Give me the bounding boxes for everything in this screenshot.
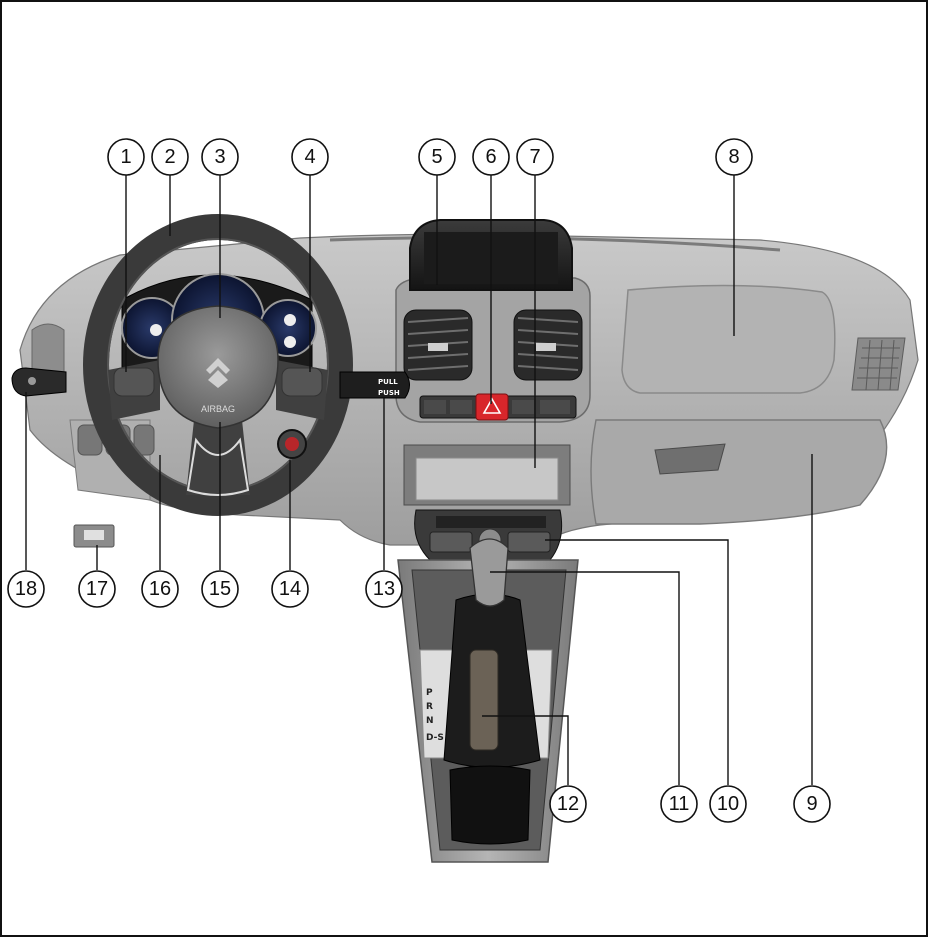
callout-16: 16 <box>141 570 179 608</box>
callout-10: 10 <box>709 785 747 823</box>
gear-knob[interactable] <box>469 538 509 607</box>
callout-15: 15 <box>201 570 239 608</box>
callout-4: 4 <box>291 138 329 176</box>
callout-7: 7 <box>516 138 554 176</box>
leader-lines <box>25 175 813 785</box>
strip-button-2[interactable] <box>450 400 472 414</box>
strip-button-4[interactable] <box>540 400 570 414</box>
callout-8: 8 <box>715 138 753 176</box>
lower-center-console <box>403 444 571 561</box>
climate-button-left[interactable] <box>429 531 473 553</box>
callout-14: 14 <box>271 570 309 608</box>
strip-button-3[interactable] <box>512 400 534 414</box>
callout-6: 6 <box>472 138 510 176</box>
svg-text:13: 13 <box>373 578 395 600</box>
svg-text:5: 5 <box>431 146 442 168</box>
svg-text:2: 2 <box>164 146 175 168</box>
wheel-right-controls[interactable] <box>281 367 323 397</box>
svg-text:12: 12 <box>557 793 579 815</box>
svg-text:11: 11 <box>669 793 690 815</box>
svg-text:9: 9 <box>806 793 817 815</box>
pull-label: PULL <box>378 378 398 386</box>
svg-text:14: 14 <box>279 578 301 600</box>
airbag-label: AIRBAG <box>201 404 235 414</box>
svg-text:16: 16 <box>149 578 171 600</box>
callout-13: 13 <box>365 570 403 608</box>
gear-p: P <box>426 688 433 698</box>
strip-button-1[interactable] <box>424 400 446 414</box>
svg-text:1: 1 <box>120 146 131 168</box>
left-stalk[interactable] <box>11 367 67 397</box>
center-tunnel: P R N D-S <box>397 538 579 863</box>
push-label: PUSH <box>378 389 400 397</box>
callout-3: 3 <box>201 138 239 176</box>
svg-text:8: 8 <box>728 146 739 168</box>
svg-text:17: 17 <box>86 578 108 600</box>
gear-n: N <box>426 716 434 726</box>
horn-outline <box>186 437 250 496</box>
brand-logo-icon <box>206 358 230 388</box>
callout-12: 12 <box>549 785 587 823</box>
steering-wheel: AIRBAG <box>83 214 353 516</box>
wheel-left-controls[interactable] <box>113 367 155 397</box>
svg-text:4: 4 <box>304 146 315 168</box>
gear-r: R <box>426 702 433 712</box>
passenger-airbag-panel <box>621 284 836 394</box>
callout-11: 11 <box>660 785 698 823</box>
cup-holder <box>449 765 531 845</box>
callout-2: 2 <box>151 138 189 176</box>
center-stack <box>395 219 591 423</box>
svg-text:6: 6 <box>485 146 496 168</box>
svg-text:18: 18 <box>15 578 37 600</box>
svg-text:10: 10 <box>717 793 739 815</box>
callout-5: 5 <box>418 138 456 176</box>
callout-17: 17 <box>78 570 116 608</box>
gear-ds: D-S <box>426 733 444 743</box>
callout-9: 9 <box>793 785 831 823</box>
storage-compartment <box>415 457 559 501</box>
callout-1: 1 <box>107 138 145 176</box>
climate-button-right[interactable] <box>507 531 551 553</box>
svg-text:7: 7 <box>529 146 540 168</box>
svg-text:15: 15 <box>209 578 231 600</box>
shift-lever-gate[interactable] <box>469 649 499 751</box>
glove-box <box>590 419 888 525</box>
engine-start-button[interactable] <box>277 429 307 459</box>
svg-text:3: 3 <box>214 146 225 168</box>
callout-18: 18 <box>7 570 45 608</box>
right-stalk[interactable]: PULL PUSH <box>339 371 410 399</box>
steering-airbag-hub <box>157 305 279 429</box>
